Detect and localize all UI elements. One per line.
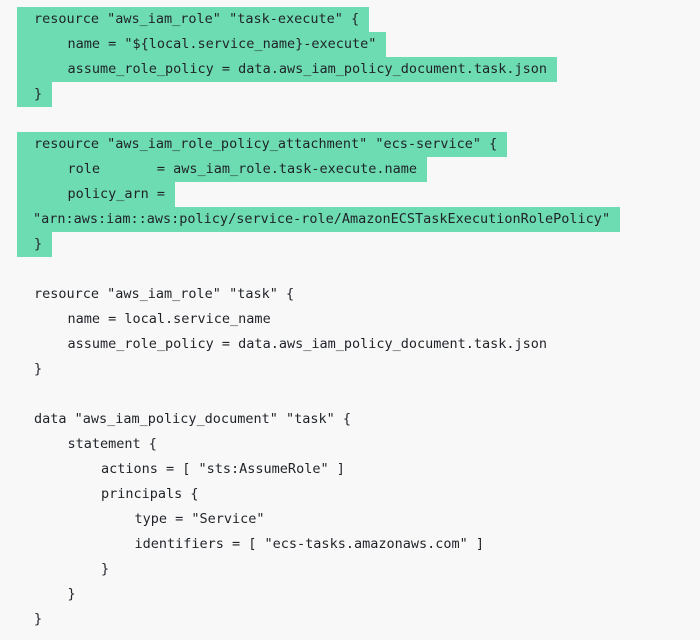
code-text: role = aws_iam_role.task-execute.name — [67, 161, 418, 177]
selection-highlight — [17, 57, 558, 82]
code-text: assume_role_policy = data.aws_iam_policy… — [67, 61, 548, 77]
code-text: principals { — [101, 486, 199, 502]
code-text: policy_arn = — [67, 186, 166, 202]
code-text: } — [67, 586, 76, 602]
code-text: } — [101, 561, 110, 577]
code-line: resource "aws_iam_role" "task-execute" { — [0, 7, 370, 32]
code-text: resource "aws_iam_role" "task" { — [34, 286, 295, 302]
code-line: assume_role_policy = data.aws_iam_policy… — [0, 57, 558, 82]
code-text: assume_role_policy = data.aws_iam_policy… — [67, 336, 548, 352]
code-text: resource "aws_iam_role" "task-execute" { — [34, 11, 360, 27]
selection-highlight — [17, 82, 53, 107]
code-text: } — [34, 611, 43, 627]
code-text: actions = [ "sts:AssumeRole" ] — [101, 461, 345, 477]
code-line: role = aws_iam_role.task-execute.name — [0, 157, 427, 182]
selection-highlight — [17, 132, 508, 157]
selection-highlight — [17, 157, 427, 182]
code-line: resource "aws_iam_role_policy_attachment… — [0, 132, 508, 157]
selection-highlight — [17, 32, 387, 57]
code-text: } — [34, 361, 43, 377]
code-line: } — [0, 82, 53, 107]
code-text: data "aws_iam_policy_document" "task" { — [34, 411, 351, 427]
code-text: } — [34, 86, 43, 102]
code-text: identifiers = [ "ecs-tasks.amazonaws.com… — [134, 536, 485, 552]
code-text: statement { — [67, 436, 157, 452]
code-line: } — [0, 232, 53, 257]
code-text: name = local.service_name — [67, 311, 271, 327]
selection-highlight — [17, 207, 621, 232]
selection-highlight — [17, 7, 370, 32]
code-text: type = "Service" — [134, 511, 265, 527]
code-line: name = "${local.service_name}-execute" — [0, 32, 387, 57]
selection-highlight — [17, 182, 176, 207]
selection-highlight — [17, 232, 53, 257]
code-text: name = "${local.service_name}-execute" — [67, 36, 377, 52]
code-line: "arn:aws:iam::aws:policy/service-role/Am… — [0, 207, 621, 232]
code-text: "arn:aws:iam::aws:policy/service-role/Am… — [33, 211, 611, 227]
code-text: } — [34, 236, 43, 252]
code-text: resource "aws_iam_role_policy_attachment… — [34, 136, 498, 152]
code-line: policy_arn = — [0, 182, 176, 207]
